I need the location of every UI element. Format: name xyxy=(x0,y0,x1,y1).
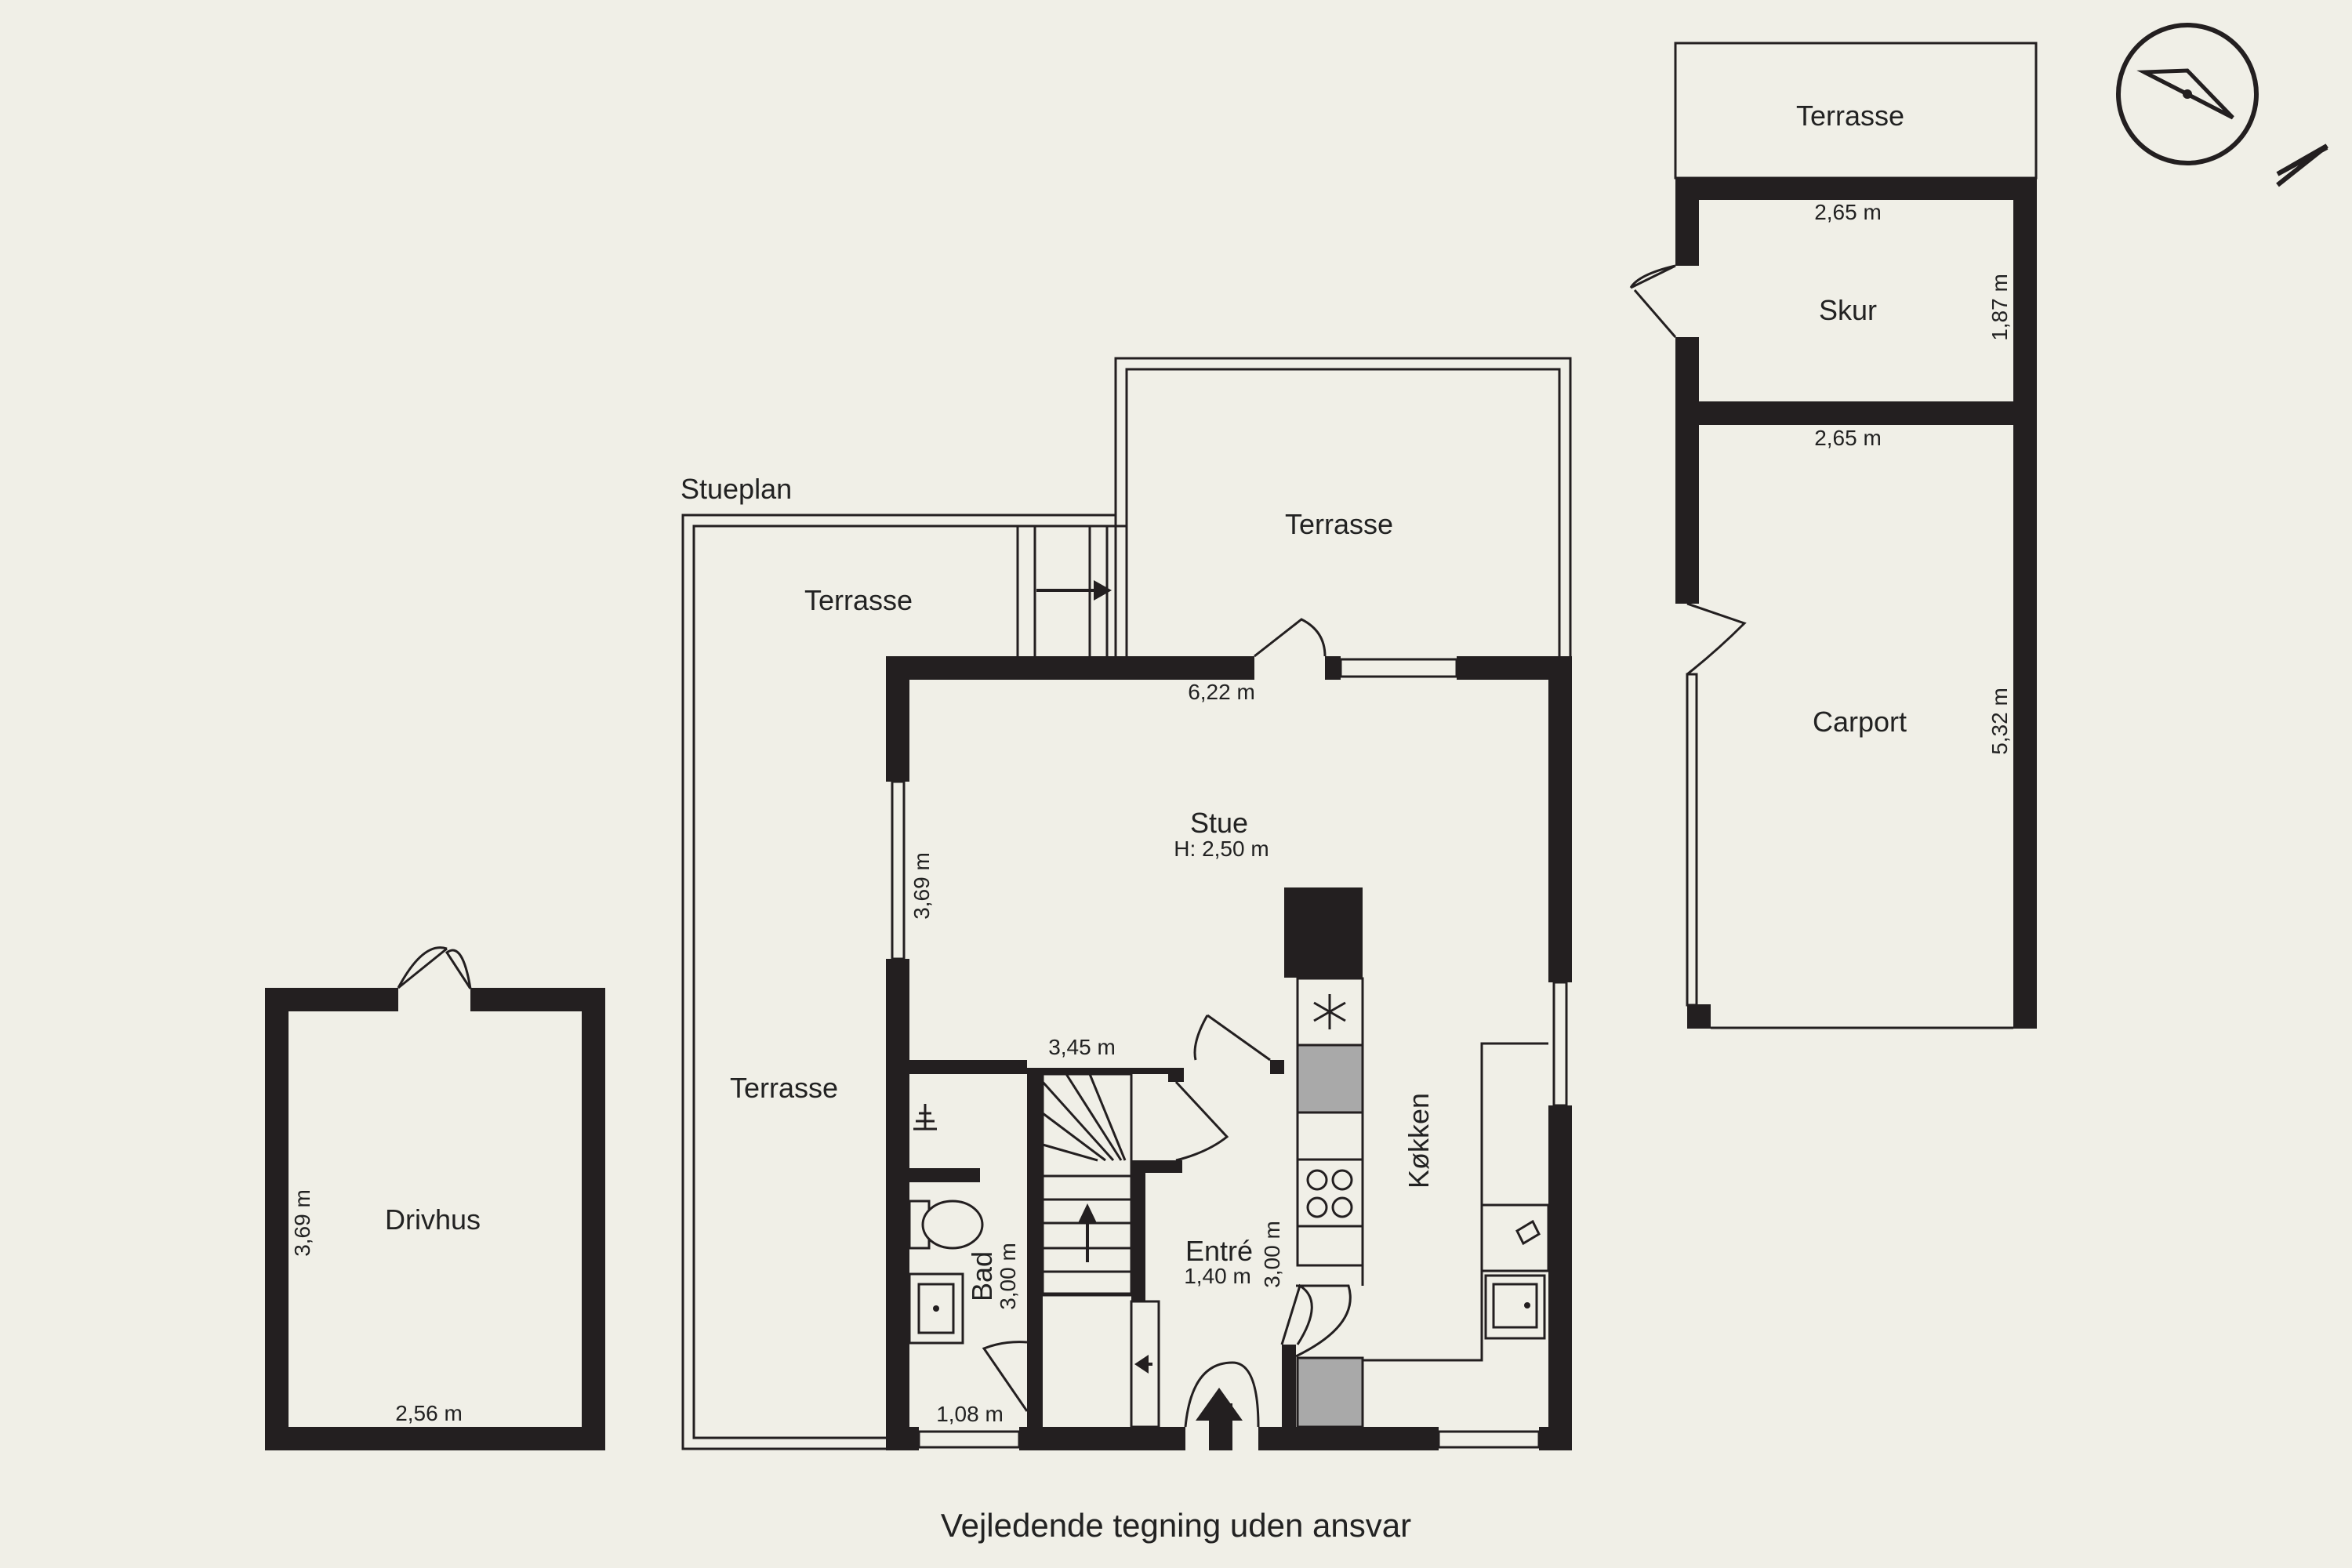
room-label-entre: Entré xyxy=(1185,1235,1253,1267)
arrow-left-icon xyxy=(1134,1355,1149,1374)
dim-stair-width: 3,45 m xyxy=(1048,1035,1116,1059)
dim-bad-width: 1,08 m xyxy=(936,1402,1004,1426)
room-label-carport: Carport xyxy=(1813,706,1907,738)
stove-burners-icon xyxy=(1306,1169,1353,1218)
dim-bad-depth: 3,00 m xyxy=(996,1243,1020,1310)
interior-doors xyxy=(445,618,1327,1412)
room-height-stue: H: 2,50 m xyxy=(1174,837,1269,861)
dim-drivhus-depth: 3,69 m xyxy=(290,1189,314,1257)
kitchen-fixtures xyxy=(1284,887,1550,1428)
skur-carport-walls xyxy=(1629,178,2037,1029)
level-label: Stueplan xyxy=(681,473,792,505)
room-label-bad: Bad xyxy=(966,1251,998,1301)
terrace-outlines xyxy=(681,357,1572,1450)
room-label-skur: Skur xyxy=(1819,294,1877,326)
stove xyxy=(1296,1158,1364,1228)
room-label-terrasse-left-top: Terrasse xyxy=(804,584,913,616)
dim-carport-width: 2,65 m xyxy=(1814,426,1882,450)
toilet-icon xyxy=(908,1200,984,1250)
terrace-steps xyxy=(1016,526,1112,657)
dim-skur-depth: 1,87 m xyxy=(1987,274,2012,341)
sink-icon xyxy=(908,1272,964,1345)
north-arrow-icon xyxy=(2276,143,2328,187)
shower-icon xyxy=(913,1104,937,1131)
labels: Stueplan Terrasse 2,65 m Skur 1,87 m 2,6… xyxy=(290,100,2012,1544)
dim-stue-width: 6,22 m xyxy=(1188,680,1255,704)
snowflake-icon xyxy=(1313,994,1346,1029)
dishwasher xyxy=(1480,1203,1550,1272)
dim-entre-depth: 3,00 m xyxy=(1260,1221,1284,1288)
step-arrow-icon xyxy=(1094,580,1112,601)
dim-stue-depth: 3,69 m xyxy=(909,852,934,920)
compass xyxy=(2116,23,2328,187)
room-label-kokken: Køkken xyxy=(1403,1093,1435,1189)
room-label-stue: Stue xyxy=(1190,807,1248,839)
stair-up-arrow-icon xyxy=(1078,1203,1097,1223)
house-walls xyxy=(886,656,1572,1450)
dim-carport-depth: 5,32 m xyxy=(1987,688,2012,755)
drivhus-walls xyxy=(265,946,605,1450)
disclaimer: Vejledende tegning uden ansvar xyxy=(941,1507,1411,1544)
compass-ring xyxy=(2116,23,2259,165)
room-label-terrasse-left: Terrasse xyxy=(730,1072,838,1104)
dim-skur-width: 2,65 m xyxy=(1814,200,1882,224)
staircase xyxy=(1041,1073,1160,1428)
dim-drivhus-width: 2,56 m xyxy=(395,1401,463,1425)
room-label-terrasse-top-right: Terrasse xyxy=(1796,100,1904,132)
entrance-arrow-icon xyxy=(1196,1388,1243,1421)
room-label-terrasse-center: Terrasse xyxy=(1285,508,1393,540)
room-label-drivhus: Drivhus xyxy=(385,1203,481,1236)
kitchen-column xyxy=(1284,887,1363,978)
dim-entre-width: 1,40 m xyxy=(1184,1264,1251,1288)
bathroom-fixtures xyxy=(908,1104,984,1345)
